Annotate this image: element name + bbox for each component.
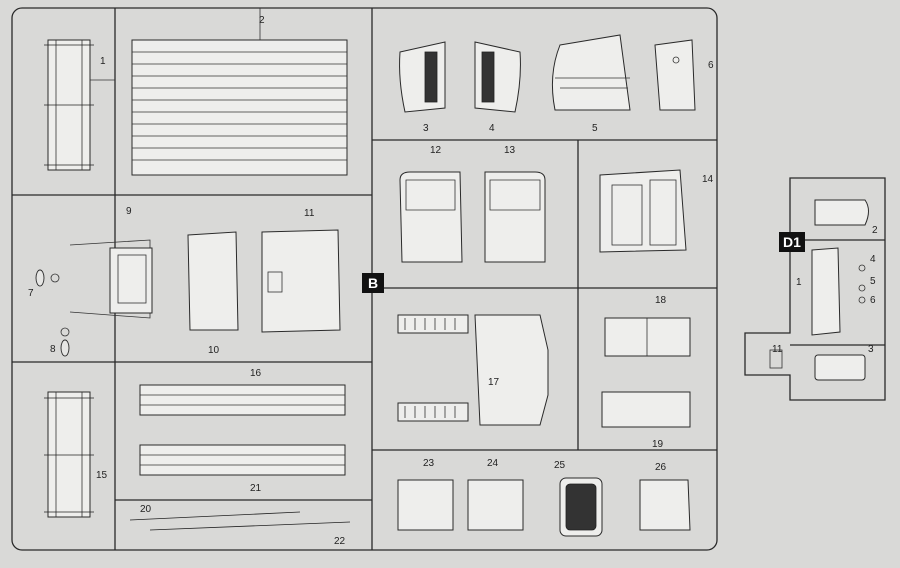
sprue-d1-badge: D1: [779, 232, 805, 252]
part-25: [559, 477, 603, 537]
sprue-d1-parts: [769, 199, 869, 381]
part-20: [129, 511, 301, 521]
part-14: [599, 169, 687, 253]
label-b-7: 7: [28, 288, 34, 299]
part-15: [44, 391, 94, 518]
sprue-b-badge: B: [362, 273, 384, 293]
label-b-1: 1: [100, 56, 106, 67]
label-d1-1: 1: [796, 277, 802, 288]
part-17: [397, 314, 549, 426]
label-b-6: 6: [708, 60, 714, 71]
part-11: [261, 229, 341, 333]
label-b-5: 5: [592, 123, 598, 134]
part-12: [399, 171, 463, 263]
part-1: [44, 39, 115, 171]
part-9: [69, 239, 153, 319]
label-b-2: 2: [259, 15, 265, 26]
label-b-13: 13: [504, 145, 516, 156]
sprue-d1-frame: [744, 177, 886, 401]
sprue-b-part-numbers: 1 2 3 4 5 6 7 8 9 10 11 12 13 14 15 16 1…: [28, 15, 714, 547]
label-b-17: 17: [488, 377, 500, 388]
label-b-15: 15: [96, 470, 108, 481]
label-b-20: 20: [140, 504, 152, 515]
label-d1-5: 5: [870, 276, 876, 287]
label-b-14: 14: [702, 174, 714, 185]
label-b-18: 18: [655, 295, 667, 306]
label-b-4: 4: [489, 123, 495, 134]
sprue-d1-part-numbers: 1 2 3 4 5 6 11: [772, 225, 878, 355]
sprue-b-letter: B: [368, 275, 378, 291]
label-d1-11: 11: [772, 344, 783, 355]
part-23: [397, 479, 454, 531]
part-24: [467, 479, 524, 531]
part-26: [639, 479, 691, 531]
part-4: [474, 41, 521, 113]
label-b-26: 26: [655, 462, 667, 473]
label-b-11: 11: [304, 208, 315, 219]
part-16: [139, 384, 346, 416]
part-21: [139, 444, 346, 476]
part-2: [131, 8, 348, 176]
label-d1-2: 2: [872, 225, 878, 236]
label-b-21: 21: [250, 483, 262, 494]
part-3: [399, 41, 446, 113]
label-b-23: 23: [423, 458, 435, 469]
part-22: [149, 521, 351, 531]
label-b-12: 12: [430, 145, 442, 156]
label-d1-4: 4: [870, 254, 876, 265]
label-b-9: 9: [126, 206, 132, 217]
label-b-25: 25: [554, 460, 566, 471]
label-d1-3: 3: [868, 344, 874, 355]
label-b-8: 8: [50, 344, 56, 355]
sprue-d1-letter: D1: [783, 234, 801, 250]
part-5: [551, 34, 631, 111]
part-6: [654, 39, 696, 111]
label-b-24: 24: [487, 458, 499, 469]
sprue-b-frame: [11, 7, 718, 551]
part-7: [35, 269, 60, 287]
label-b-16: 16: [250, 368, 262, 379]
label-b-3: 3: [423, 123, 429, 134]
label-b-19: 19: [652, 439, 664, 450]
label-d1-6: 6: [870, 295, 876, 306]
part-10: [187, 231, 239, 331]
label-b-22: 22: [334, 536, 346, 547]
part-13: [484, 171, 546, 263]
part-19: [601, 391, 691, 428]
part-8: [60, 327, 70, 357]
part-18: [604, 317, 691, 357]
label-b-10: 10: [208, 345, 220, 356]
